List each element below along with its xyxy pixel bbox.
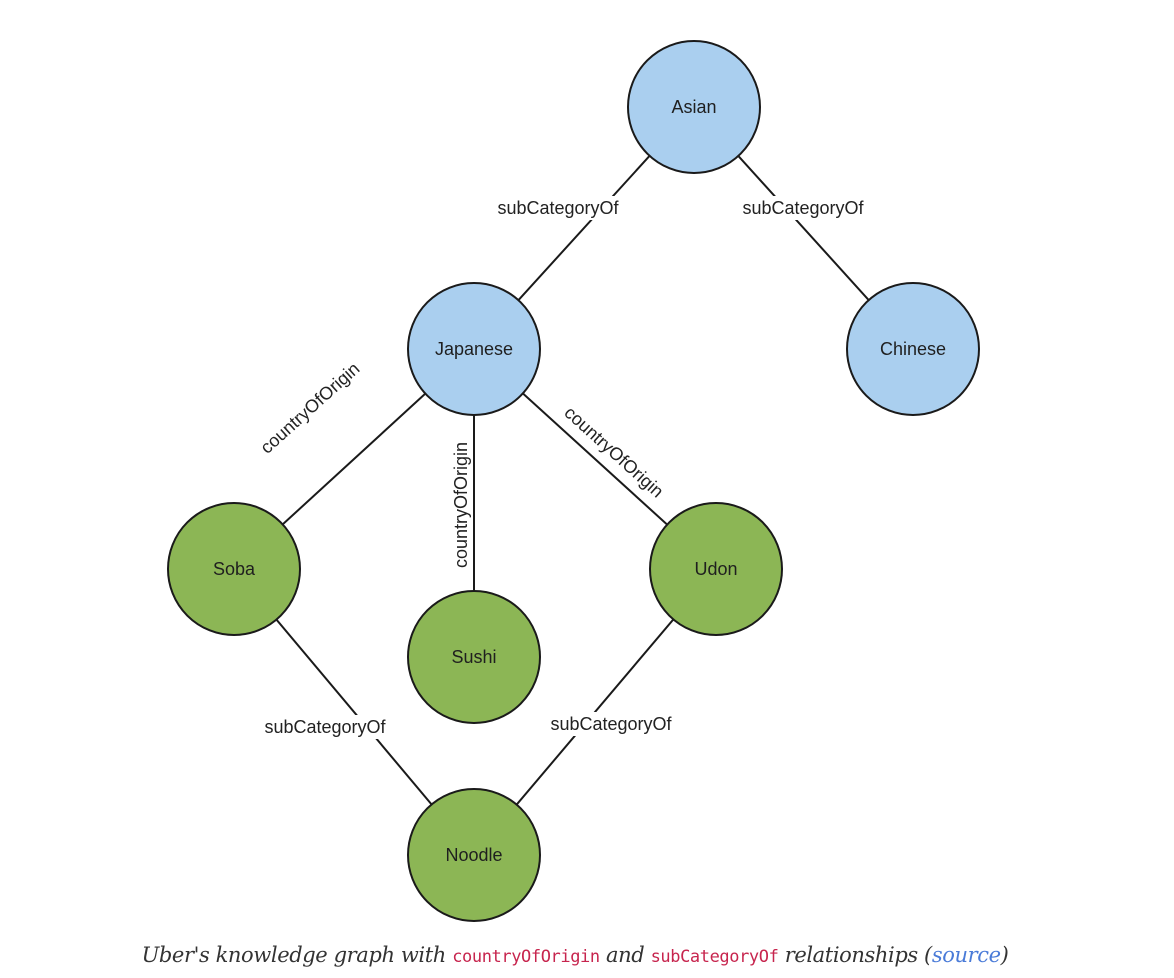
- node-label-japanese: Japanese: [435, 339, 513, 359]
- edge-label: countryOfOrigin: [451, 442, 471, 568]
- edge-label-background: [492, 196, 624, 220]
- caption-text: ): [1000, 943, 1009, 967]
- edge-label: subCategoryOf: [550, 714, 672, 734]
- caption-text: and: [599, 943, 651, 967]
- edge-label-background: [550, 393, 678, 511]
- node-noodle: [407, 788, 541, 922]
- edge-label: countryOfOrigin: [256, 358, 363, 457]
- caption-code-subcategory-of: subCategoryOf: [650, 947, 779, 967]
- edge-label-background: [259, 715, 391, 739]
- edge-label: subCategoryOf: [264, 717, 386, 737]
- node-sushi: [407, 590, 541, 724]
- node-label-udon: Udon: [694, 559, 737, 579]
- figure-caption: Uber's knowledge graph with countryOfOri…: [0, 943, 1150, 967]
- node-label-asian: Asian: [671, 97, 716, 117]
- node-label-noodle: Noodle: [445, 845, 502, 865]
- node-label-soba: Soba: [213, 559, 256, 579]
- source-link[interactable]: source: [931, 943, 1001, 967]
- edge-label: subCategoryOf: [742, 198, 864, 218]
- edge-label-background: [246, 349, 374, 467]
- caption-text: Uber's knowledge graph with: [141, 943, 453, 967]
- edge-label-background: [545, 712, 677, 736]
- node-udon: [649, 502, 783, 636]
- caption-text: relationships (: [778, 943, 933, 967]
- caption-code-country-of-origin: countryOfOrigin: [452, 947, 600, 967]
- node-soba: [167, 502, 301, 636]
- node-label-sushi: Sushi: [451, 647, 496, 667]
- node-japanese: [407, 282, 541, 416]
- edge-label-background: [449, 430, 473, 580]
- edge-label-background: [737, 196, 869, 220]
- edge-label: subCategoryOf: [497, 198, 619, 218]
- node-asian: [627, 40, 761, 174]
- edge-label: countryOfOrigin: [560, 402, 667, 501]
- node-label-chinese: Chinese: [880, 339, 946, 359]
- node-chinese: [846, 282, 980, 416]
- knowledge-graph: subCategoryOf subCategoryOf countryOfOrigi…: [167, 40, 980, 922]
